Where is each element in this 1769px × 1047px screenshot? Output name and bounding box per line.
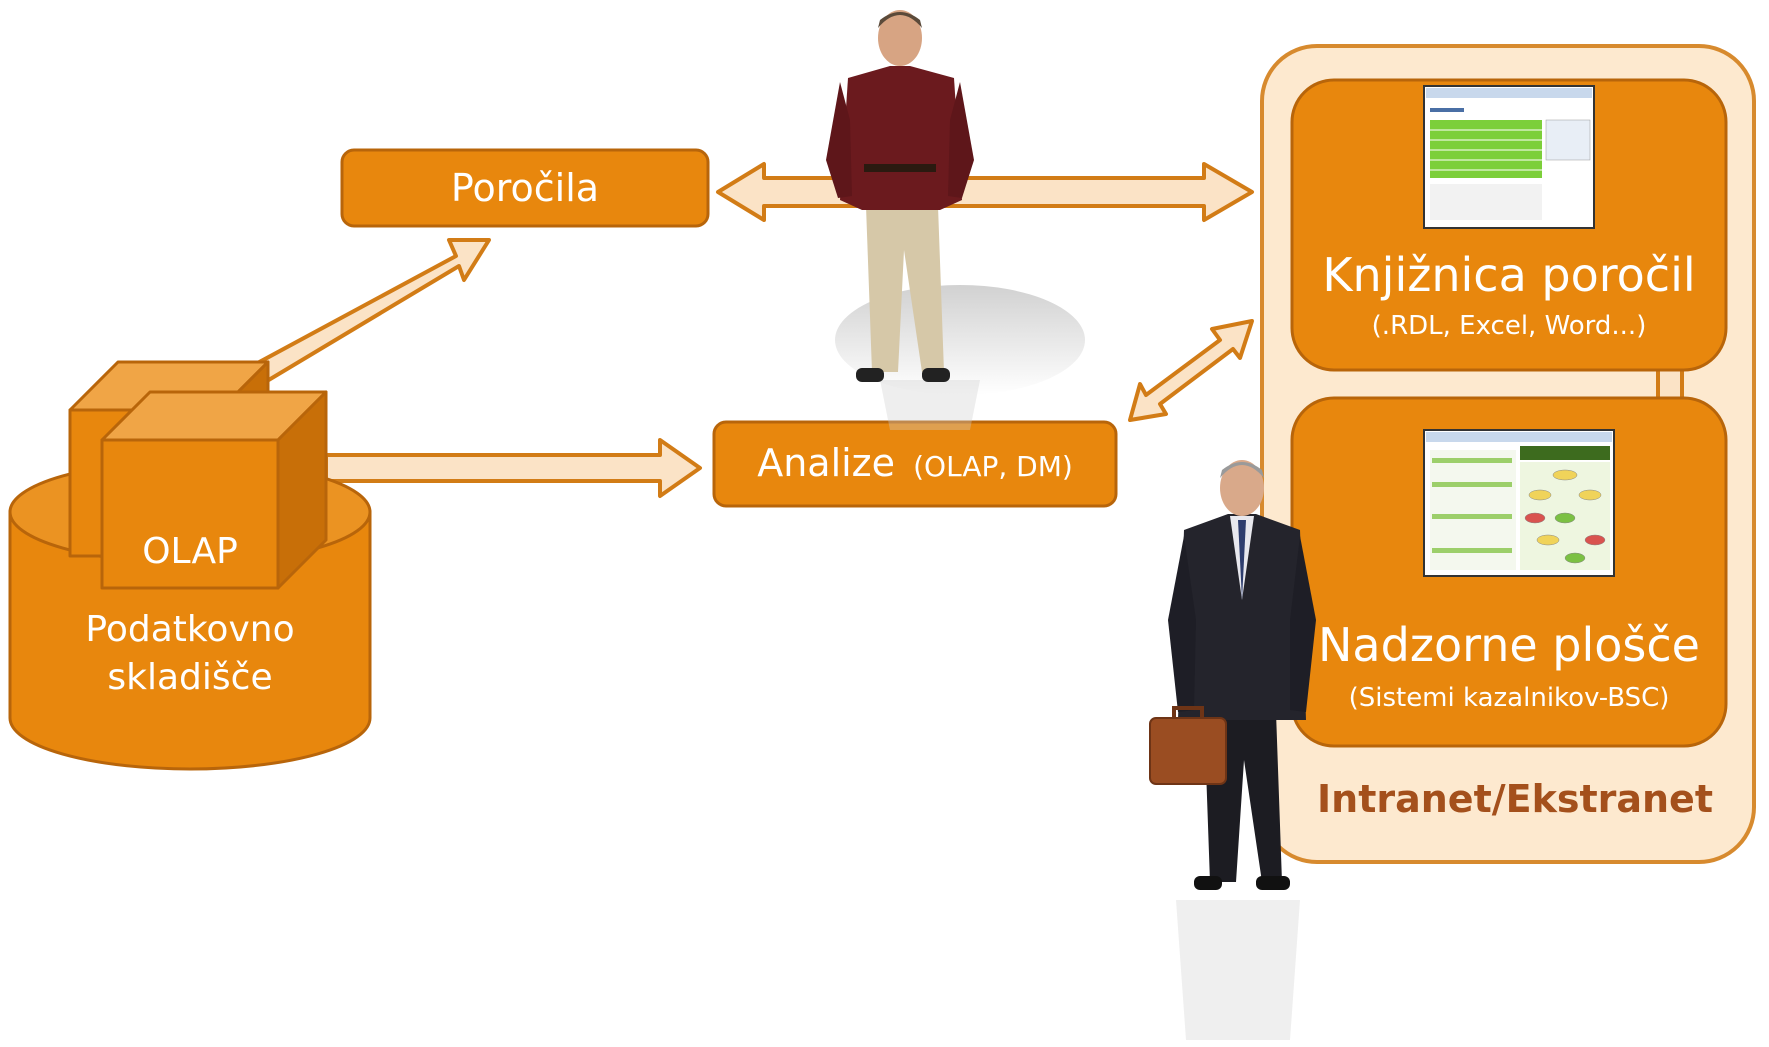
warehouse-label-line2: skladišče	[107, 657, 273, 698]
olap-label: OLAP	[142, 531, 238, 572]
portal-label: Intranet/Ekstranet	[1317, 777, 1713, 821]
dashboard-screenshot-icon	[1423, 429, 1615, 577]
analysis-label: Analize (OLAP, DM)	[714, 440, 1116, 490]
library-title: Knjižnica poročil	[1322, 248, 1696, 302]
dashboards-subtitle: (Sistemi kazalnikov-BSC)	[1348, 683, 1670, 713]
analysis-subtitle: (OLAP, DM)	[913, 450, 1073, 483]
warehouse-analysis-arrow	[324, 438, 702, 498]
library-subtitle: (.RDL, Excel, Word...)	[1371, 311, 1647, 341]
analysis-library-arrow	[1128, 319, 1254, 422]
report-screenshot-icon	[1423, 85, 1595, 229]
analysis-title: Analize	[757, 441, 896, 485]
person-standing-icon	[826, 10, 1085, 430]
reports-label: Poročila	[450, 166, 600, 210]
reports-box	[340, 148, 710, 228]
dashboards-title: Nadzorne plošče	[1318, 618, 1700, 672]
warehouse-label-line1: Podatkovno	[85, 609, 295, 650]
olap-cube-front	[100, 390, 328, 590]
warehouse-reports-arrow	[250, 238, 491, 386]
reports-library-arrow	[716, 162, 1254, 222]
businessman-with-briefcase-icon	[1149, 460, 1316, 1040]
analysis-box	[712, 420, 1118, 508]
